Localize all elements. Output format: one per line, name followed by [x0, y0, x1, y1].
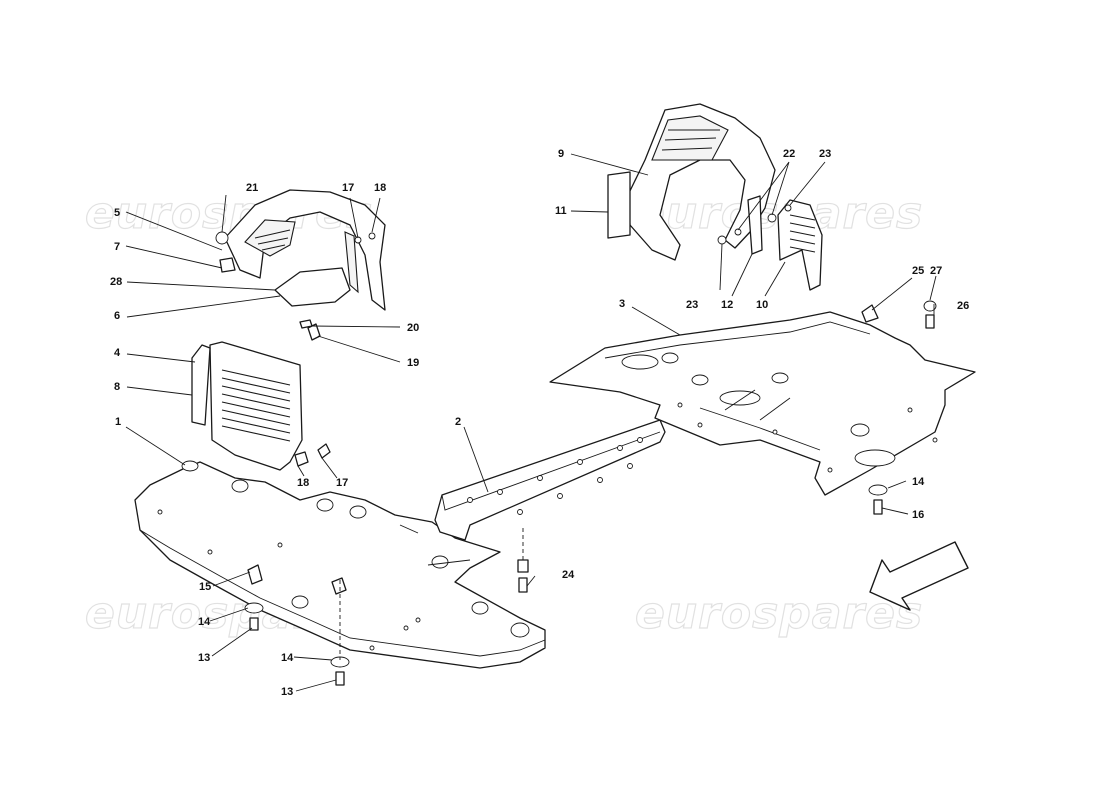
callout-9: 9	[558, 148, 564, 160]
callout-7: 7	[114, 241, 120, 253]
callout-23-top: 23	[819, 148, 831, 160]
callout-3: 3	[619, 298, 625, 310]
callout-28: 28	[110, 276, 122, 288]
callout-26: 26	[957, 300, 969, 312]
direction-arrow	[869, 541, 969, 611]
callout-5: 5	[114, 207, 120, 219]
callout-22: 22	[783, 148, 795, 160]
center-plate	[434, 419, 666, 541]
callout-4: 4	[114, 347, 121, 359]
callout-labels: 1 2 3 4 5 6 7 8 9 10 11 12 13 13 14 14 1…	[110, 148, 969, 698]
callout-14-center: 14	[281, 652, 294, 664]
callout-17-bottom: 17	[336, 477, 348, 489]
fasteners	[244, 300, 937, 686]
callout-15: 15	[199, 581, 211, 593]
front-undertray	[134, 460, 546, 669]
callout-2: 2	[455, 416, 461, 428]
callout-24: 24	[562, 569, 575, 581]
leader-lines	[125, 153, 937, 692]
callout-13-center: 13	[281, 686, 293, 698]
callout-25: 25	[912, 265, 924, 277]
callout-18-top: 18	[374, 182, 386, 194]
callout-19: 19	[407, 357, 419, 369]
callout-10: 10	[756, 299, 768, 311]
watermark-bottom-right: eurospares	[635, 588, 923, 639]
callout-6: 6	[114, 310, 120, 322]
callout-16: 16	[912, 509, 924, 521]
callout-18-bottom: 18	[297, 477, 309, 489]
callout-20: 20	[407, 322, 419, 334]
callout-21: 21	[246, 182, 258, 194]
callout-11: 11	[555, 205, 567, 217]
front-radiator-grille	[191, 341, 331, 471]
callout-14-right: 14	[912, 476, 925, 488]
callout-12: 12	[721, 299, 733, 311]
front-wheel-arch-liner	[215, 189, 386, 341]
callout-27: 27	[930, 265, 942, 277]
callout-23-bottom: 23	[686, 299, 698, 311]
rear-undertray	[549, 311, 976, 496]
callout-1: 1	[115, 416, 121, 428]
callout-13-left: 13	[198, 652, 210, 664]
rear-wheel-arch-liner	[607, 103, 823, 291]
callout-17-top: 17	[342, 182, 354, 194]
callout-8: 8	[114, 381, 120, 393]
callout-14-left: 14	[198, 616, 211, 628]
